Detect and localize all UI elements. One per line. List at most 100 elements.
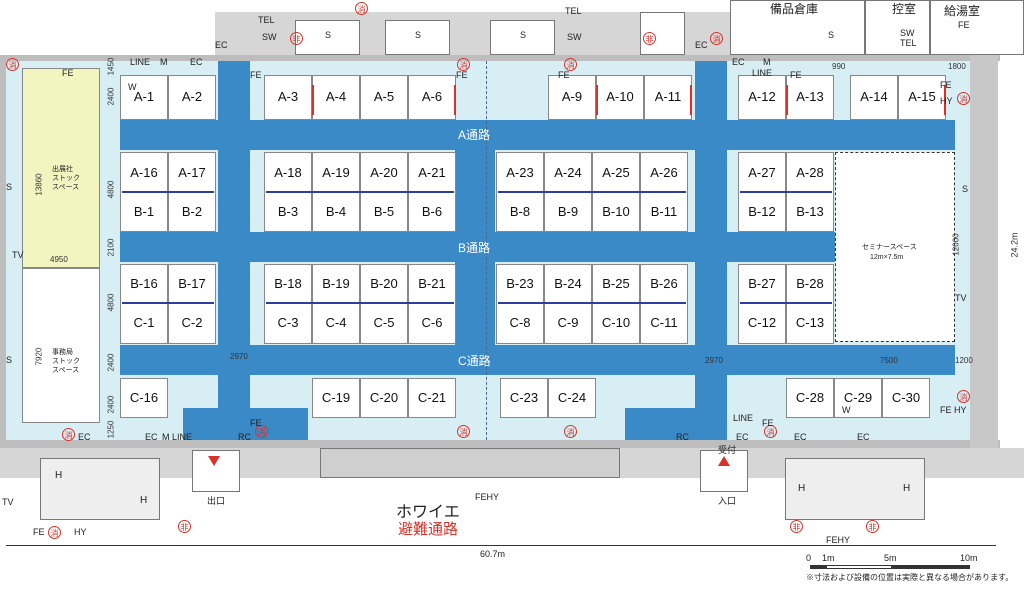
booth[interactable] [360,378,408,418]
booth-separator [690,85,692,115]
exhibitor-stock-label: 出展社 ストック スペース [52,166,80,191]
h-label: H [798,483,806,494]
booth[interactable] [786,264,834,344]
booth-label: C-10 [601,315,631,330]
booth[interactable] [264,75,312,120]
disclaimer-note: ※寸法および設備の位置は実際と異なる場合があります。 [806,573,1014,582]
booth[interactable] [882,378,930,418]
booth-label: C-20 [369,390,399,405]
booth-label: B-25 [602,276,630,291]
booth[interactable] [360,75,408,120]
booth[interactable] [168,75,216,120]
booth-label: A-14 [860,89,888,104]
booth[interactable] [120,75,168,120]
booth[interactable] [360,264,408,344]
booth[interactable] [850,75,898,120]
office-stock-area [22,268,100,423]
booth-label: A-15 [908,89,936,104]
m-label: M [763,57,771,67]
booth[interactable] [592,264,640,344]
booth[interactable] [496,264,544,344]
right-wall [970,55,998,448]
booth[interactable] [312,75,360,120]
booth[interactable] [408,378,456,418]
booth-label: B-10 [602,204,630,219]
tv-label: TV [955,293,967,303]
fe-label: FE [456,70,468,80]
booth-separator [786,85,788,115]
booth-label: B-26 [650,276,678,291]
aisle-a [120,120,955,150]
booth[interactable] [408,75,456,120]
dim-label: 1200 [955,356,973,365]
w-label: W [842,405,851,415]
booth[interactable] [548,75,596,120]
fe-label: FE [250,70,262,80]
booth[interactable] [548,378,596,418]
fe-label: FE [762,418,774,428]
emergency-mark: 非 [790,520,803,533]
booth-label: C-4 [325,315,347,330]
dim-label: 12000 [951,233,961,256]
booth[interactable] [264,264,312,344]
booth-label: B-20 [370,276,398,291]
booth[interactable] [786,378,834,418]
fire-extinguisher-mark: 消 [457,425,470,438]
fire-extinguisher-mark: 消 [957,390,970,403]
booth[interactable] [120,264,168,344]
booth-label: A-28 [796,165,824,180]
booth-divider [122,191,214,193]
entrance-label: 入口 [718,496,737,506]
line-label: LINE [130,57,151,67]
booth-label: A-6 [421,89,443,104]
booth[interactable] [312,264,360,344]
booth-label: B-1 [133,204,155,219]
booth[interactable] [408,264,456,344]
fe-label: FE [62,68,74,78]
aisle-bottom-right [625,408,695,440]
booth[interactable] [898,75,946,120]
booth[interactable] [738,75,786,120]
m-label: M [162,432,170,442]
fire-extinguisher-mark: 消 [764,425,777,438]
fehy-label: FEHY [475,492,500,502]
fe-label: FE [33,527,45,537]
booth-divider [498,191,686,193]
booth[interactable] [596,75,644,120]
fire-extinguisher-mark: 消 [48,526,61,539]
fire-extinguisher-mark: 消 [255,425,268,438]
booth-label: C-19 [321,390,351,405]
booth[interactable] [500,378,548,418]
seminar-space-size: 12m×7.5m [870,254,904,261]
booth[interactable] [544,264,592,344]
booth[interactable] [168,264,216,344]
m-label: M [160,57,168,67]
booth-label: A-21 [418,165,446,180]
fire-extinguisher-mark: 消 [457,58,470,71]
booth-label: B-18 [274,276,302,291]
dim-label: 4800 [106,293,116,312]
booth-label: A-19 [322,165,350,180]
left-wall [0,55,6,448]
booth[interactable] [834,378,882,418]
top-room-3 [490,20,555,55]
aisle-vertical-center-left [455,150,495,345]
booth-divider [740,191,832,193]
aisle-center-divider [486,61,487,440]
fe-label: FE [790,70,802,80]
aisle-a-label: A通路 [458,128,491,142]
tel-label-1: TEL [258,15,275,25]
scale-label-10m: 10m [960,553,978,563]
total-width-label: 60.7m [480,549,506,559]
booth[interactable] [120,378,168,418]
storage-room-label: 備品倉庫 [770,2,819,16]
total-width-line [6,545,996,546]
booth[interactable] [640,264,688,344]
booth-label: A-24 [554,165,582,180]
storage-room [730,0,865,55]
booth-label: A-13 [796,89,824,104]
aisle-vertical-left [218,61,250,440]
booth[interactable] [312,378,360,418]
booth[interactable] [738,264,786,344]
scale-label-1m: 1m [822,553,835,563]
